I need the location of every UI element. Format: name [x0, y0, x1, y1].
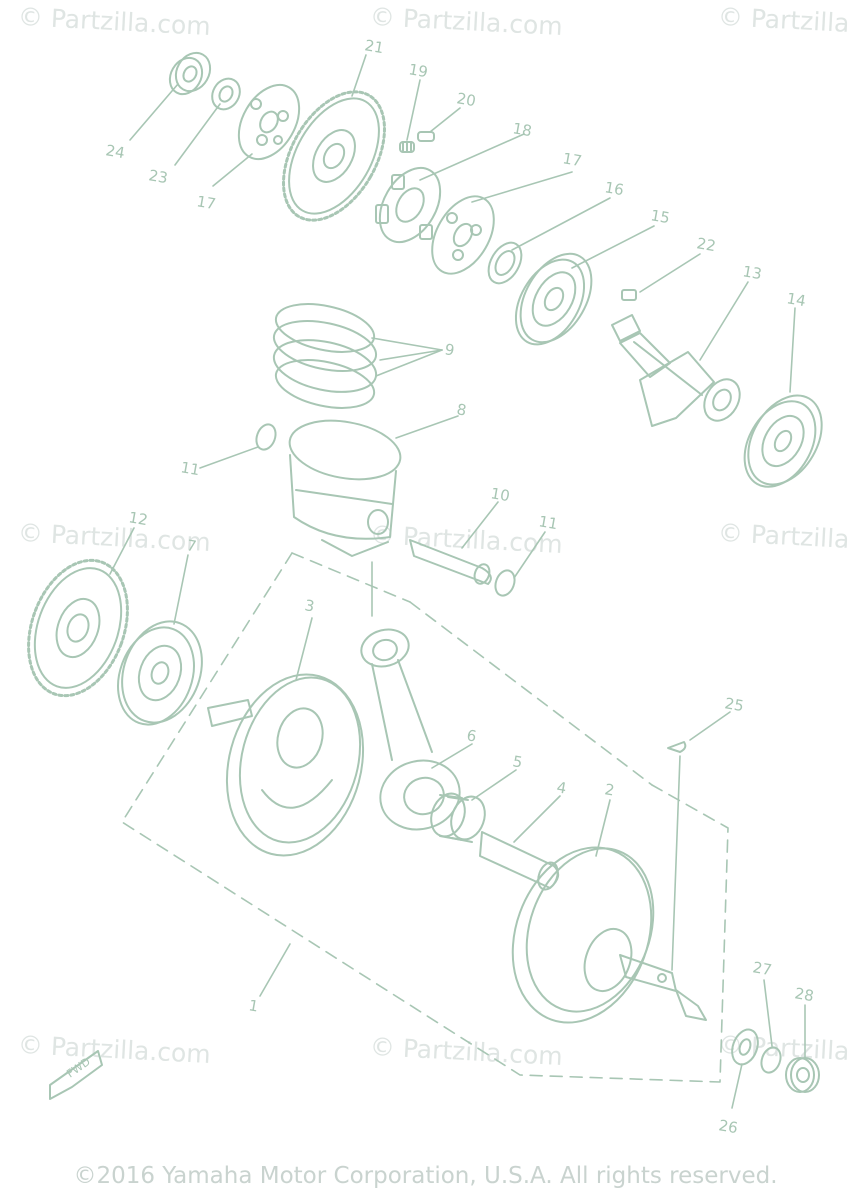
spring-19	[399, 141, 415, 153]
clutch-18	[375, 167, 442, 243]
callout-16: 16	[603, 178, 625, 199]
callout-14: 14	[785, 289, 807, 310]
callout-3: 3	[303, 596, 316, 615]
callout-numbers: 24 23 17 21 19 20 18 17 16 15 22 13 14 9…	[104, 36, 815, 1137]
callout-26: 26	[717, 1116, 739, 1137]
needle-bearing-5	[430, 792, 486, 843]
callout-23: 23	[147, 166, 169, 187]
woodruff-key-25	[667, 741, 687, 753]
callout-17-top: 17	[195, 192, 217, 213]
nut-24	[168, 51, 212, 96]
callout-7: 7	[185, 536, 198, 555]
nut-28	[785, 1057, 820, 1093]
washer-16	[487, 241, 523, 285]
callout-24: 24	[104, 141, 126, 162]
copyright-notice: ©2016 Yamaha Motor Corporation, U.S.A. A…	[73, 1163, 778, 1189]
circlip-11-left	[255, 423, 277, 451]
piston-pin-10	[409, 539, 492, 585]
callout-10: 10	[489, 484, 511, 505]
callout-28: 28	[793, 984, 815, 1005]
pin-20	[417, 131, 435, 142]
piston-8	[288, 419, 402, 557]
callout-6: 6	[465, 726, 478, 745]
crank-assembly-outline-1	[121, 552, 729, 1083]
bearing-7	[117, 620, 203, 726]
callout-22: 22	[695, 234, 717, 255]
callout-5: 5	[511, 752, 524, 771]
callout-11-right: 11	[537, 512, 559, 533]
gear-12	[27, 558, 129, 698]
callout-12: 12	[127, 508, 149, 529]
washer-26	[731, 1028, 759, 1066]
balancer-shaft-13	[611, 314, 741, 427]
callout-11-left: 11	[179, 458, 201, 479]
callout-8: 8	[455, 400, 468, 419]
callout-20: 20	[455, 89, 477, 110]
forward-arrow-icon	[49, 1050, 103, 1100]
callout-4: 4	[555, 778, 568, 797]
callout-17-mid: 17	[561, 149, 583, 170]
leader-lines	[109, 54, 806, 1109]
callout-2: 2	[603, 780, 616, 799]
callout-25: 25	[723, 694, 745, 715]
bearing-14	[743, 394, 823, 488]
callout-18: 18	[511, 119, 533, 140]
callout-15: 15	[649, 206, 671, 227]
callout-1: 1	[247, 996, 260, 1015]
key-22	[621, 289, 637, 301]
sprocket-21	[282, 90, 386, 222]
bearing-15	[514, 252, 593, 346]
piston-rings-9	[272, 303, 378, 409]
circlip-11-right	[494, 569, 516, 597]
lock-washer-27	[760, 1046, 782, 1074]
callout-19: 19	[407, 60, 429, 81]
callout-13: 13	[741, 262, 763, 283]
callout-9: 9	[443, 340, 456, 359]
crankshaft-2	[511, 846, 707, 1024]
crank-pin-4	[479, 831, 560, 891]
callout-21: 21	[363, 36, 385, 57]
connecting-rod-6	[360, 628, 461, 831]
crank-web-3	[207, 673, 365, 857]
lock-washer-23	[211, 77, 241, 111]
callout-27: 27	[751, 958, 773, 979]
